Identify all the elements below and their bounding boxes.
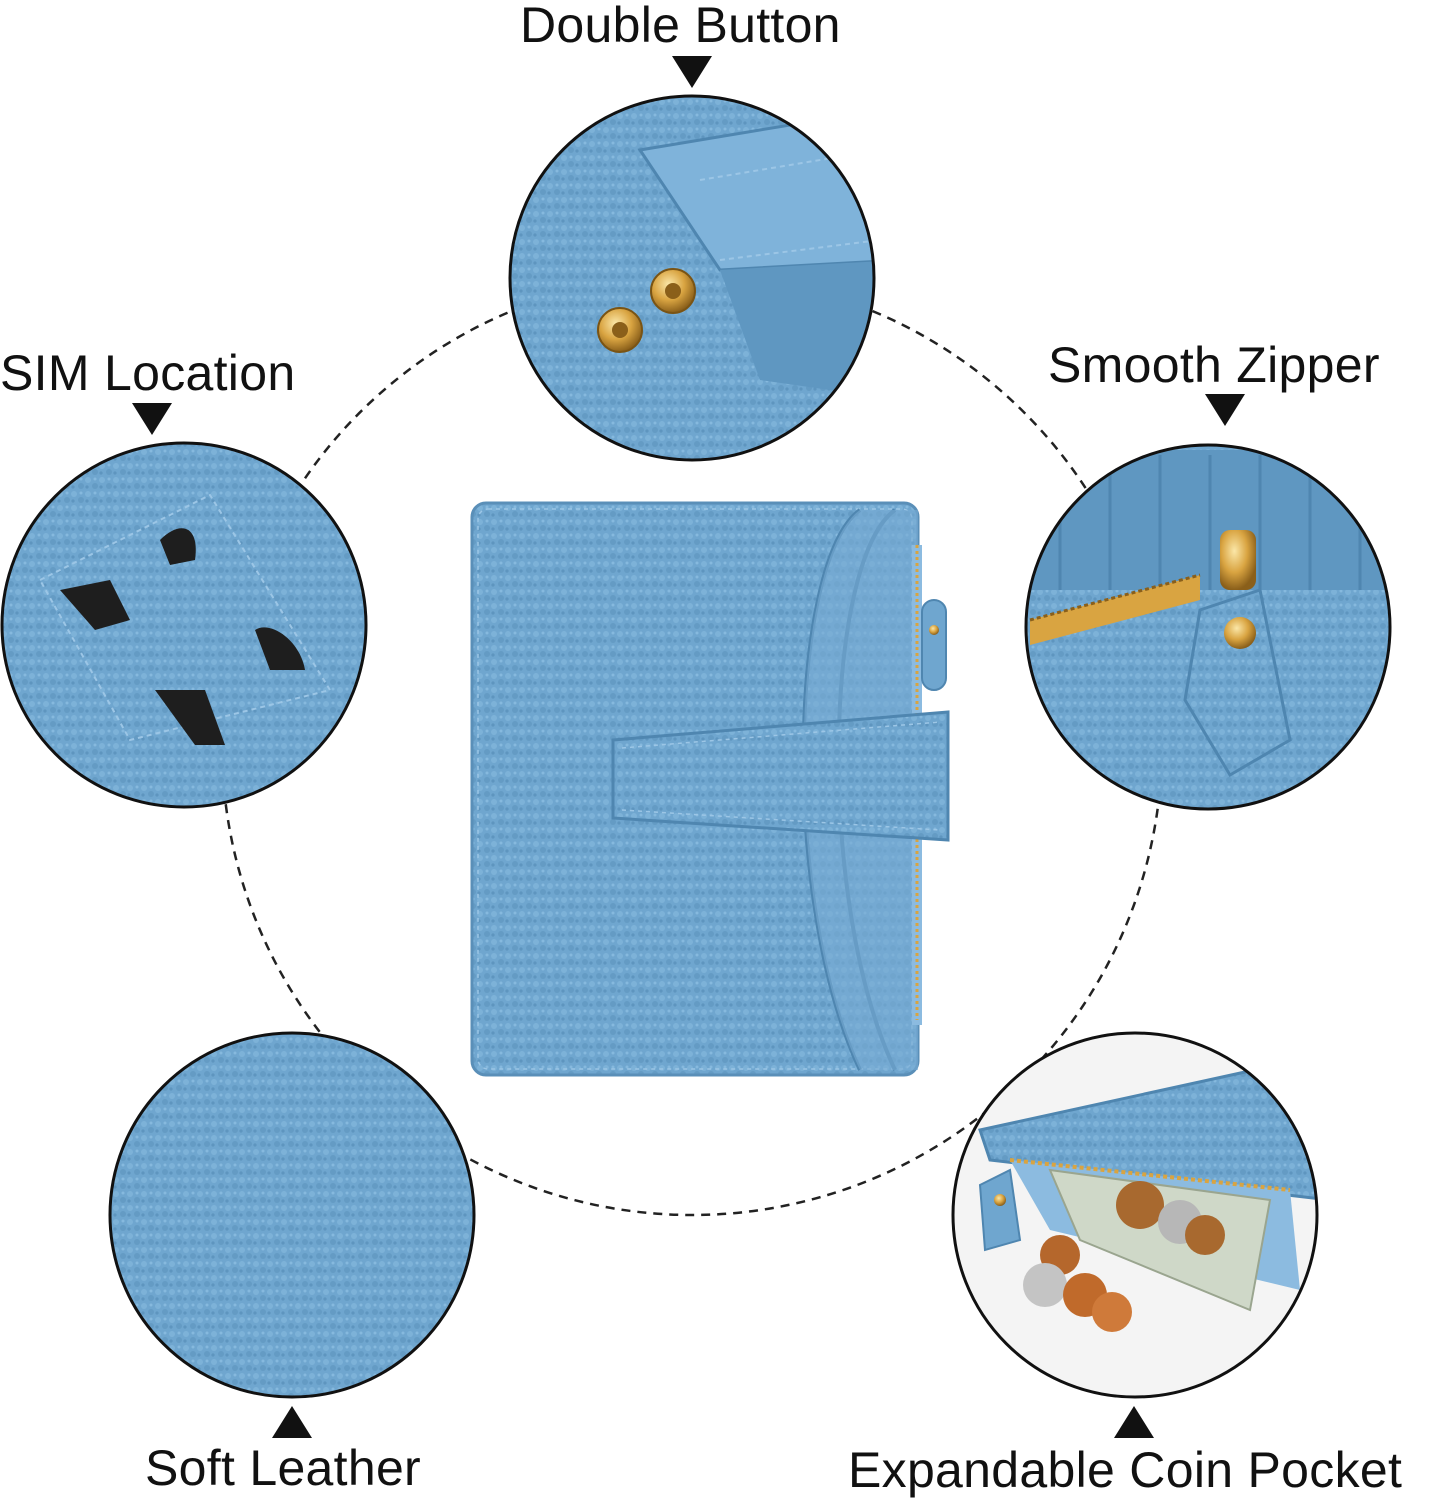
triangle-down-icon: [132, 403, 172, 435]
label-expandable-coin-pocket: Expandable Coin Pocket: [848, 1442, 1403, 1498]
triangle-down-icon: [672, 56, 712, 88]
wallet-main-image: [470, 501, 950, 1077]
label-sim-location: SIM Location: [0, 345, 296, 401]
double-button-detail-image: [508, 94, 876, 462]
smooth-zipper-detail-image: [1024, 443, 1392, 811]
label-smooth-zipper: Smooth Zipper: [1048, 337, 1380, 393]
triangle-down-icon: [1205, 394, 1245, 426]
label-double-button: Double Button: [520, 0, 841, 53]
triangle-up-icon: [1114, 1406, 1154, 1438]
soft-leather-detail-image: [108, 1031, 476, 1399]
triangle-up-icon: [272, 1406, 312, 1438]
coin-pocket-detail-image: [951, 1031, 1319, 1399]
sim-location-detail-image: [0, 441, 368, 809]
label-soft-leather: Soft Leather: [145, 1440, 422, 1496]
